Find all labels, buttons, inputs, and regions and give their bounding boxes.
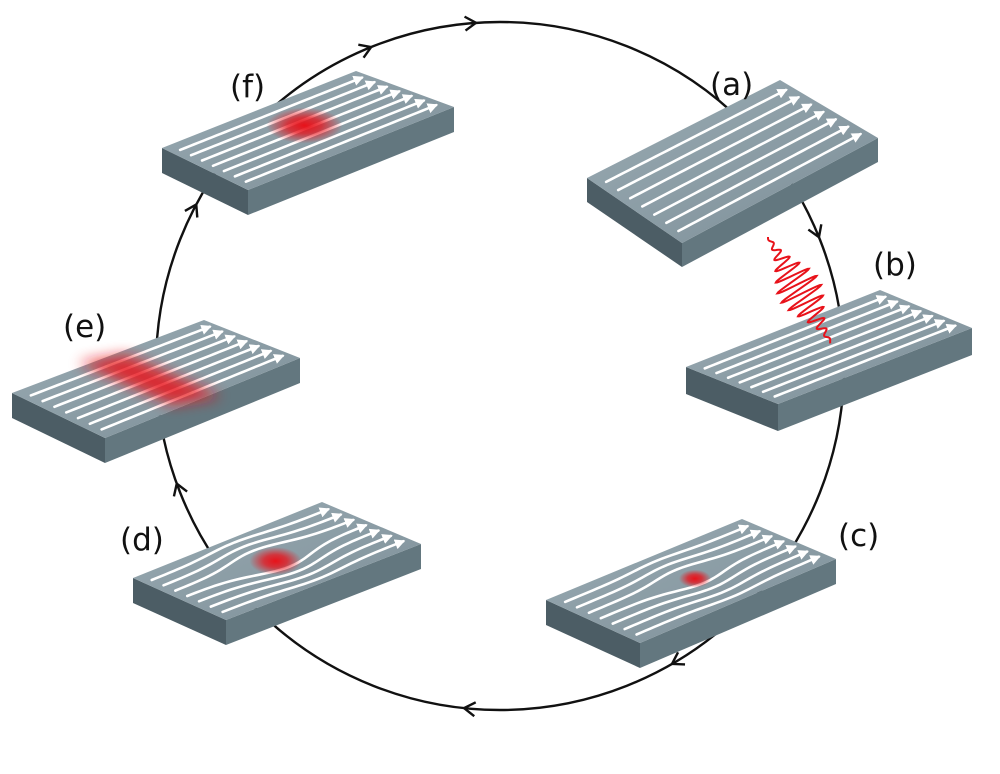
excitation-spot — [266, 107, 343, 144]
slab-front-face — [226, 544, 421, 645]
excitation-band — [78, 354, 221, 405]
field-line — [178, 75, 364, 152]
field-line — [209, 534, 393, 608]
field-lines — [604, 88, 863, 233]
slab-a — [587, 80, 878, 267]
field-line — [611, 545, 797, 625]
incident-wave-packet — [767, 236, 832, 344]
field-line — [575, 529, 762, 609]
slab-side-face — [686, 367, 778, 431]
field-line — [604, 88, 788, 184]
field-line — [738, 309, 923, 384]
slab-e — [12, 320, 300, 463]
field-line — [244, 103, 439, 183]
panel-label-e: (e) — [63, 309, 106, 345]
excitation-spot — [249, 547, 302, 575]
slab-side-face — [546, 600, 640, 668]
field-line — [563, 524, 750, 604]
field-line — [665, 125, 850, 225]
direction-chevron-icon — [461, 701, 477, 718]
field-line — [623, 550, 809, 631]
panel-label-f: (f) — [230, 69, 265, 105]
slab-side-face — [12, 393, 105, 463]
field-line — [635, 555, 821, 636]
field-line — [587, 534, 774, 615]
field-line — [174, 518, 356, 592]
panel-label-b: (b) — [873, 247, 917, 283]
panel-labels: (a) (b) (c) (d) (e) (f) — [63, 67, 917, 558]
panel-label-c: (c) — [838, 518, 879, 554]
direction-chevron-icon — [807, 224, 823, 240]
direction-chevron-icon — [670, 651, 686, 666]
slab-front-face — [640, 559, 836, 668]
slab-front-face — [248, 107, 454, 215]
slab-side-face — [587, 178, 682, 267]
slab-front-face — [682, 138, 878, 267]
direction-chevron-icon — [184, 202, 199, 218]
field-line — [162, 512, 343, 587]
field-line — [640, 110, 826, 208]
direction-chevron-icon — [172, 481, 188, 497]
slab-c — [546, 519, 836, 668]
field-line — [773, 323, 958, 398]
field-line — [677, 132, 863, 233]
field-line — [761, 319, 946, 394]
field-line — [616, 95, 801, 192]
field-line — [150, 507, 331, 582]
panels-group — [12, 71, 972, 668]
field-line — [750, 314, 934, 389]
field-lines — [703, 295, 958, 398]
slab-front-face — [778, 328, 972, 431]
field-line — [726, 304, 911, 380]
slab-d — [133, 502, 421, 645]
field-line — [221, 539, 406, 614]
panel-label-d: (d) — [120, 522, 164, 558]
field-line — [628, 103, 813, 200]
field-line — [715, 299, 899, 375]
direction-chevron-icon — [358, 43, 374, 59]
slab-side-face — [133, 578, 226, 645]
field-line — [653, 118, 838, 216]
direction-chevron-icon — [463, 15, 479, 32]
slab-side-face — [162, 148, 248, 215]
slab-front-face — [105, 358, 300, 463]
field-line — [197, 528, 381, 603]
excitation-spot — [678, 569, 711, 588]
direction-arrows — [172, 15, 823, 718]
field-line — [703, 295, 888, 370]
slab-f — [162, 71, 454, 215]
slab-b — [686, 290, 972, 431]
panel-label-a: (a) — [710, 67, 753, 103]
